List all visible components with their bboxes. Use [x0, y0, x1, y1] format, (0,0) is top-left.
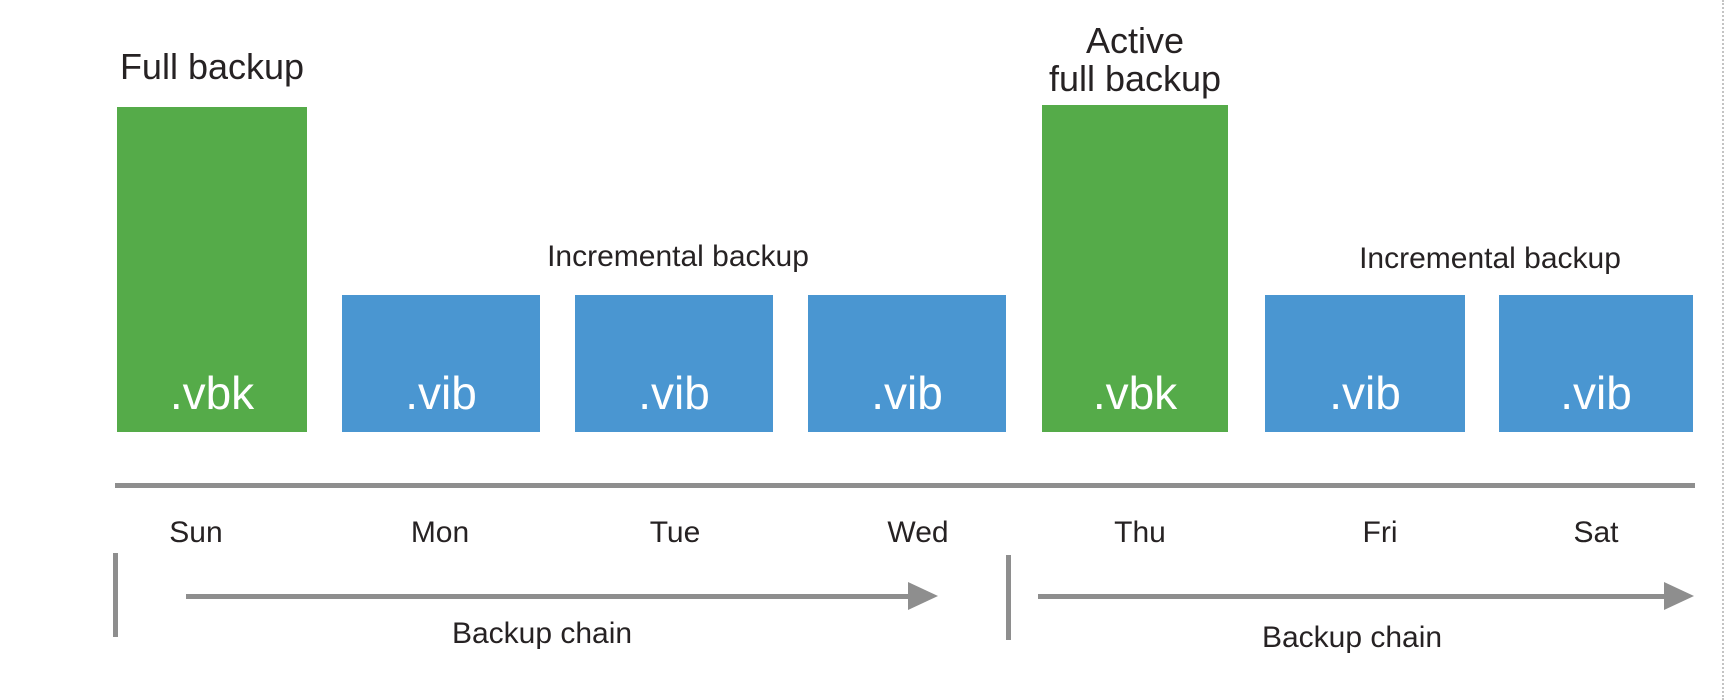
file-label-vib: .vib: [405, 367, 477, 419]
bar-fri-incremental: .vib: [1265, 295, 1465, 432]
file-label-vbk: .vbk: [1092, 367, 1178, 419]
day-label-mon: Mon: [410, 516, 470, 549]
active-full-backup-annotation: Active full backup: [1048, 20, 1222, 99]
bar-sat-incremental: .vib: [1499, 295, 1693, 432]
backup-chain-2-label: Backup chain: [1261, 621, 1443, 654]
day-label-fri: Fri: [1362, 516, 1398, 549]
bar-thu-active-full-backup: .vbk: [1042, 105, 1228, 432]
file-label-vib: .vib: [871, 367, 943, 419]
incremental-backup-annotation-left: Incremental backup: [547, 240, 809, 273]
day-label-sat: Sat: [1573, 516, 1619, 549]
bar-wed-incremental: .vib: [808, 295, 1006, 432]
page-edge-dotted-line: [1722, 0, 1724, 700]
chain-divider-tick: [1006, 555, 1011, 640]
arrow-right-icon: [908, 582, 938, 610]
day-label-wed: Wed: [887, 516, 949, 549]
day-label-tue: Tue: [649, 516, 701, 549]
chain-start-tick: [113, 553, 118, 637]
bar-sun-full-backup: .vbk: [117, 107, 307, 432]
backup-chain-1-arrow-line: [186, 594, 908, 599]
file-label-vbk: .vbk: [169, 367, 255, 419]
incremental-backup-annotation-right: Incremental backup: [1359, 242, 1621, 275]
file-label-vib: .vib: [638, 367, 710, 419]
backup-chain-1-label: Backup chain: [451, 617, 633, 650]
full-backup-annotation: Full backup: [119, 46, 305, 87]
backup-chain-2-arrow-line: [1038, 594, 1664, 599]
bar-mon-incremental: .vib: [342, 295, 540, 432]
bar-tue-incremental: .vib: [575, 295, 773, 432]
day-label-thu: Thu: [1114, 516, 1166, 549]
day-label-sun: Sun: [169, 516, 223, 549]
file-label-vib: .vib: [1329, 367, 1401, 419]
file-label-vib: .vib: [1560, 367, 1632, 419]
arrow-right-icon: [1664, 582, 1694, 610]
timeline-axis: [115, 483, 1695, 488]
